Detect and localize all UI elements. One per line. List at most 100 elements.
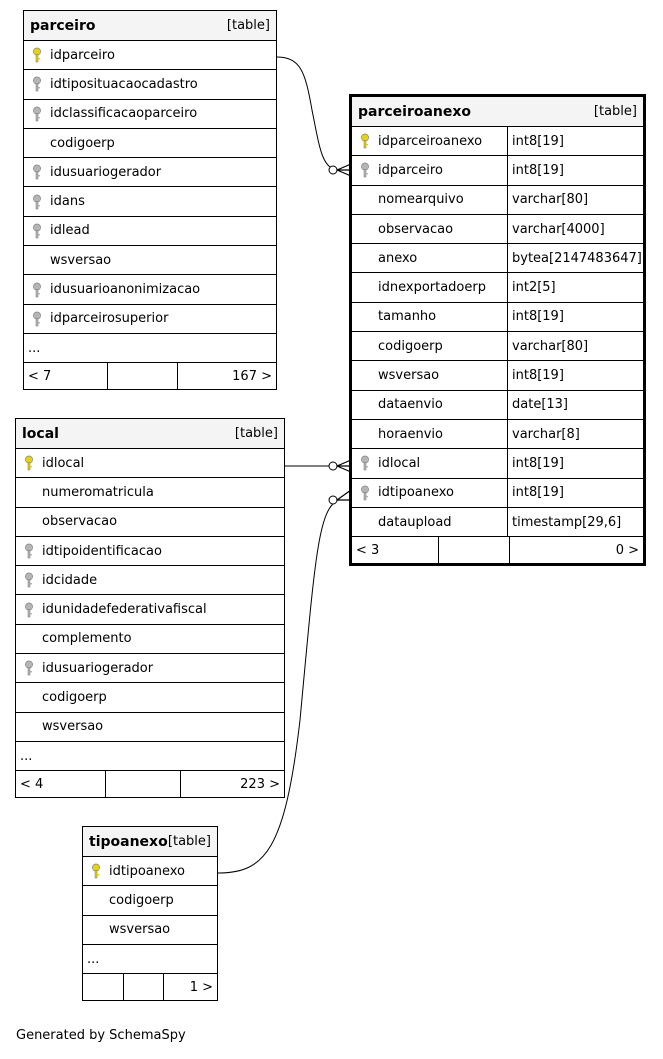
- column-row[interactable]: idans: [24, 187, 276, 217]
- column-name: observacao: [16, 508, 284, 536]
- table-name[interactable]: tipoanexo: [89, 833, 168, 850]
- column-row[interactable]: idparceirosuperior: [24, 305, 276, 334]
- link-tipoanexo-parceiroanexo: [217, 499, 339, 874]
- column-name: idtipoidentificacao: [16, 537, 284, 565]
- column-name-text: idnexportadoerp: [378, 280, 486, 296]
- column-row[interactable]: codigoerp: [16, 683, 284, 713]
- footer-children[interactable]: 223 >: [180, 771, 284, 798]
- column-row[interactable]: complemento: [16, 625, 284, 655]
- foreign-key-icon: [32, 194, 42, 210]
- column-row[interactable]: idunidadefederativafiscal: [16, 595, 284, 625]
- column-row[interactable]: idcidade: [16, 566, 284, 596]
- footer-spacer: [105, 771, 180, 798]
- column-name-text: wsversao: [42, 719, 104, 735]
- table-name[interactable]: local: [22, 425, 59, 442]
- column-name-text: codigoerp: [50, 135, 115, 151]
- column-row[interactable]: horaenvio varchar[8]: [352, 419, 643, 450]
- column-name-text: idunidadefederativafiscal: [42, 602, 207, 618]
- column-row[interactable]: idtiposituacaocadastro: [24, 70, 276, 100]
- footer-children[interactable]: 1 >: [163, 974, 217, 1001]
- foreign-key-icon: [32, 223, 42, 239]
- column-row[interactable]: observacao: [16, 508, 284, 537]
- generator-caption: Generated by SchemaSpy: [16, 1028, 186, 1043]
- column-row[interactable]: idusuariogerador: [16, 654, 284, 684]
- column-name-text: idans: [50, 194, 85, 210]
- footer-parents[interactable]: [83, 974, 123, 1000]
- column-name-text: tamanho: [378, 309, 437, 325]
- primary-key-icon: [360, 133, 370, 149]
- column-name-text: wsversao: [50, 252, 112, 268]
- footer-parents[interactable]: < 3: [356, 542, 380, 558]
- column-row[interactable]: idparceiro: [24, 41, 276, 71]
- table-tag: [table]: [226, 18, 270, 33]
- column-name: wsversao: [352, 361, 507, 389]
- column-row[interactable]: wsversao: [83, 916, 217, 945]
- footer-parents[interactable]: < 7: [28, 368, 52, 384]
- column-type: int8[19]: [507, 478, 643, 507]
- column-row[interactable]: numeromatricula: [16, 478, 284, 508]
- column-name: complemento: [16, 625, 284, 653]
- column-name-text: idtipoidentificacao: [42, 543, 162, 559]
- column-row[interactable]: codigoerp: [24, 129, 276, 159]
- column-row[interactable]: idtipoanexo: [83, 857, 217, 887]
- table-tag: [table]: [234, 426, 278, 441]
- column-name: idcidade: [16, 566, 284, 594]
- column-name: idlocal: [352, 449, 507, 477]
- column-name-text: idlead: [50, 223, 90, 239]
- footer-children[interactable]: 167 >: [177, 363, 276, 390]
- footer-parents[interactable]: < 4: [20, 776, 44, 792]
- column-row[interactable]: wsversao: [24, 246, 276, 276]
- column-name-text: horaenvio: [378, 426, 443, 442]
- column-name: idparceiroanexo: [352, 127, 507, 155]
- column-row[interactable]: idclassificacaoparceiro: [24, 100, 276, 129]
- column-name-text: codigoerp: [42, 690, 107, 706]
- column-row[interactable]: idtipoidentificacao: [16, 537, 284, 567]
- column-name: codigoerp: [83, 886, 217, 914]
- column-name-text: codigoerp: [378, 338, 443, 354]
- column-name: idparceirosuperior: [24, 305, 276, 333]
- column-row[interactable]: idlocal: [16, 449, 284, 479]
- column-row[interactable]: idusuarioanonimizacao: [24, 275, 276, 305]
- column-name-text: idusuariogerador: [50, 164, 162, 180]
- column-type: varchar[8]: [507, 419, 643, 449]
- column-name-text: observacao: [378, 221, 454, 237]
- foreign-key-icon: [24, 543, 34, 559]
- table-header: tipoanexo [table]: [83, 827, 217, 857]
- column-name-text: nomearquivo: [378, 192, 464, 208]
- column-row[interactable]: codigoerp: [83, 886, 217, 916]
- column-row[interactable]: idlead: [24, 217, 276, 247]
- column-row[interactable]: idusuariogerador: [24, 158, 276, 188]
- column-row[interactable]: wsversao: [16, 713, 284, 742]
- column-name-text: idusuarioanonimizacao: [50, 282, 201, 298]
- column-name-text: idlocal: [378, 455, 421, 471]
- table-name[interactable]: parceiroanexo: [358, 103, 472, 120]
- foreign-key-icon: [360, 485, 370, 501]
- column-name: anexo: [352, 244, 507, 272]
- column-name: wsversao: [83, 916, 217, 944]
- column-name-text: idusuariogerador: [42, 660, 154, 676]
- table-name[interactable]: parceiro: [30, 17, 96, 34]
- foreign-key-icon: [32, 76, 42, 92]
- column-name-text: idparceiro: [378, 162, 443, 178]
- footer-children[interactable]: 0 >: [509, 537, 643, 564]
- column-type: timestamp[29,6]: [507, 507, 643, 537]
